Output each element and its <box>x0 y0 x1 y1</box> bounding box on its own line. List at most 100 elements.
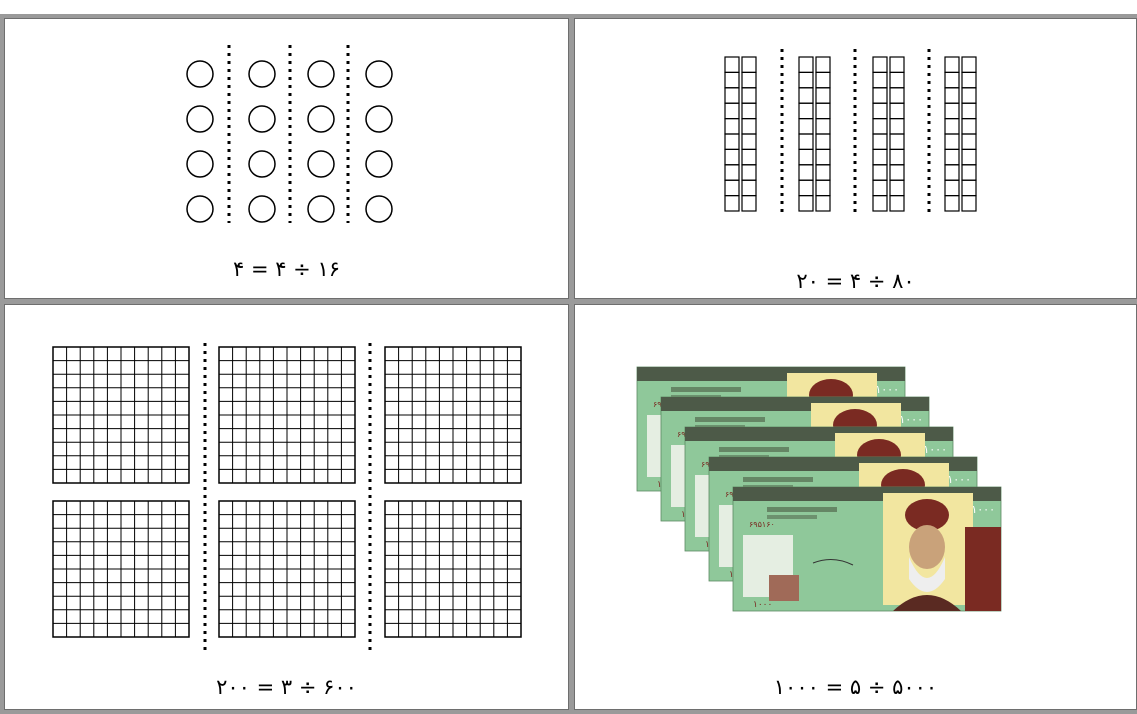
unit-cube <box>742 57 756 72</box>
unit-cube <box>816 165 830 180</box>
hundred-square <box>53 501 189 637</box>
unit-cube <box>725 196 739 211</box>
unit-cube <box>945 119 959 134</box>
banknote-text-line <box>695 417 765 422</box>
circle-counter <box>366 61 392 87</box>
panel-grids: ۶۰۰ ÷ ۳ = ۲۰۰ <box>4 304 569 710</box>
unit-cube <box>945 88 959 103</box>
banknote-text-line <box>767 507 837 512</box>
ten-rod <box>945 57 959 211</box>
unit-cube <box>725 149 739 164</box>
unit-cube <box>962 180 976 195</box>
banknote-denomination: ۱۰۰۰ <box>947 473 971 486</box>
circle-counter <box>187 196 213 222</box>
panel-grid-frame: ۱۶ ÷ ۴ = ۴ ۸۰ ÷ ۴ = ۲۰ ۶۰۰ ÷ ۳ = ۲۰۰ ۱۰۰… <box>0 14 1137 714</box>
unit-cube <box>799 180 813 195</box>
circle-counter <box>249 61 275 87</box>
panel-circles: ۱۶ ÷ ۴ = ۴ <box>4 18 569 299</box>
unit-cube <box>962 72 976 87</box>
unit-cube <box>799 103 813 118</box>
circle-counter <box>308 196 334 222</box>
equation-banknotes: ۵۰۰۰ ÷ ۵ = ۱۰۰۰ <box>575 675 1136 699</box>
unit-cube <box>725 57 739 72</box>
portrait-face <box>909 525 945 569</box>
circle-counter <box>308 151 334 177</box>
unit-cube <box>945 134 959 149</box>
unit-cube <box>816 72 830 87</box>
unit-cube <box>742 119 756 134</box>
circle-counter <box>308 61 334 87</box>
unit-cube <box>890 149 904 164</box>
hundred-square-gridlines <box>219 347 355 483</box>
banknote-denomination: ۱۰۰۰ <box>899 413 923 426</box>
unit-cube <box>799 72 813 87</box>
circle-counter <box>308 106 334 132</box>
unit-cube <box>945 57 959 72</box>
unit-cube <box>725 180 739 195</box>
unit-cube <box>873 57 887 72</box>
unit-cube <box>890 119 904 134</box>
ten-rod <box>799 57 813 211</box>
unit-cube <box>816 180 830 195</box>
circle-counter <box>187 151 213 177</box>
ten-rod <box>742 57 756 211</box>
unit-cube <box>890 134 904 149</box>
unit-cube <box>799 88 813 103</box>
unit-cube <box>799 149 813 164</box>
unit-cube <box>873 134 887 149</box>
unit-cube <box>816 57 830 72</box>
grids-illustration <box>5 305 568 709</box>
circle-counter <box>366 106 392 132</box>
equation-grids: ۶۰۰ ÷ ۳ = ۲۰۰ <box>5 675 568 699</box>
banknote-serial: ۶۹۵۱۶۰ <box>749 520 775 529</box>
unit-cube <box>725 88 739 103</box>
hundred-square <box>219 501 355 637</box>
panel-rods: ۸۰ ÷ ۴ = ۲۰ <box>574 18 1137 299</box>
unit-cube <box>742 180 756 195</box>
unit-cube <box>945 149 959 164</box>
unit-cube <box>962 196 976 211</box>
unit-cube <box>742 134 756 149</box>
unit-cube <box>725 103 739 118</box>
unit-cube <box>945 165 959 180</box>
hundred-square-gridlines <box>53 347 189 483</box>
circle-counter <box>249 196 275 222</box>
hundred-square <box>385 347 521 483</box>
unit-cube <box>799 134 813 149</box>
banknote-text-line <box>719 447 789 452</box>
unit-cube <box>816 119 830 134</box>
circle-counter <box>187 106 213 132</box>
unit-cube <box>799 196 813 211</box>
unit-cube <box>945 196 959 211</box>
unit-cube <box>742 72 756 87</box>
unit-cube <box>742 103 756 118</box>
unit-cube <box>890 196 904 211</box>
unit-cube <box>945 180 959 195</box>
circle-counter <box>366 196 392 222</box>
unit-cube <box>816 134 830 149</box>
unit-cube <box>890 165 904 180</box>
unit-cube <box>873 180 887 195</box>
unit-cube <box>962 88 976 103</box>
equation-circles: ۱۶ ÷ ۴ = ۴ <box>5 257 568 281</box>
equation-rods: ۸۰ ÷ ۴ = ۲۰ <box>575 269 1136 293</box>
unit-cube <box>962 165 976 180</box>
unit-cube <box>816 196 830 211</box>
hundred-square <box>53 347 189 483</box>
unit-cube <box>742 149 756 164</box>
ten-rod <box>873 57 887 211</box>
unit-cube <box>873 119 887 134</box>
circle-counter <box>249 151 275 177</box>
hundred-square-gridlines <box>385 501 521 637</box>
circle-counter <box>187 61 213 87</box>
unit-cube <box>890 72 904 87</box>
unit-cube <box>725 119 739 134</box>
unit-cube <box>799 119 813 134</box>
unit-cube <box>890 103 904 118</box>
banknote-denomination-small: ۱۰۰۰ <box>753 600 772 610</box>
hundred-square-gridlines <box>219 501 355 637</box>
banknote-denomination: ۱۰۰۰ <box>971 503 995 516</box>
unit-cube <box>725 165 739 180</box>
hundred-square <box>219 347 355 483</box>
banknote-text-line <box>671 387 741 392</box>
